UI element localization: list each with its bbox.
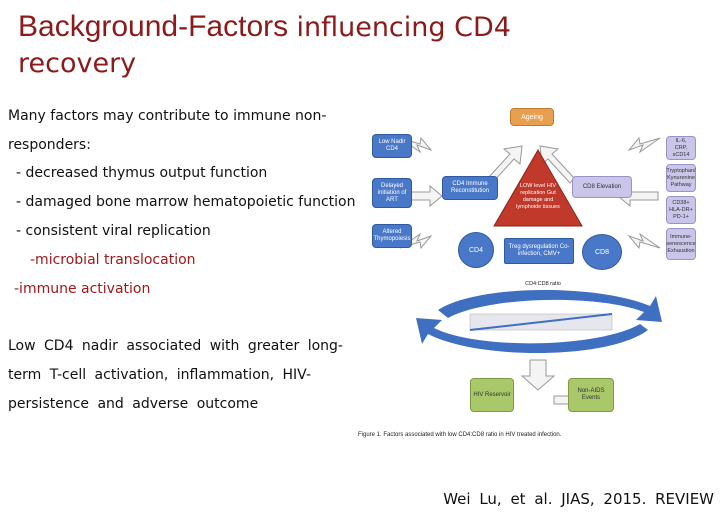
bullet-item: - damaged bone marrow hematopoietic func…	[16, 194, 356, 210]
swoosh-arrow-top	[438, 289, 662, 322]
arrow-shape	[520, 359, 556, 391]
arrow-shape	[627, 232, 661, 250]
slide-title: Background-Factors influencing CD4	[18, 10, 511, 44]
box-delayed-art: Delayed initiation of ART	[372, 178, 412, 208]
triangle-shape	[493, 149, 583, 227]
bullet-item: - consistent viral replication	[16, 223, 211, 239]
intro-line2: responders:	[8, 137, 91, 153]
title-part2: influencing CD4	[296, 12, 511, 43]
factors-figure: Ageing Low Nadir CD4 Delayed initiation …	[358, 98, 698, 443]
triangle-label: LOW level HIV replication Gut damage and…	[516, 183, 560, 210]
para-line3: persistence and adverse outcome	[8, 396, 259, 412]
box-cd38: CD38+ HLA-DR+ PD-1+	[666, 196, 696, 224]
ratio-divider	[469, 313, 613, 331]
box-non-aids: Non-AIDS Events	[568, 378, 614, 412]
red-item-microbial: -microbial translocation	[30, 252, 196, 268]
title-part1: Background-Factors	[18, 10, 289, 43]
bullet-item: - decreased thymus output function	[16, 165, 268, 181]
box-treg: Treg dysregulation Co-infection, CMV+	[504, 238, 574, 264]
para-line1: Low CD4 nadir associated with greater lo…	[8, 338, 343, 354]
box-cd8-elevation: CD8 Elevation	[572, 176, 632, 198]
circle-cd8: CD8	[582, 234, 622, 270]
intro-line1: Many factors may contribute to immune no…	[8, 108, 327, 124]
box-immunosenescence: Immune-senescence Exhaustion	[666, 228, 696, 260]
ratio-label: CD4:CD8 ratio	[525, 280, 561, 287]
red-item-immune: -immune activation	[14, 281, 151, 297]
slide-title-line2: recovery	[18, 48, 137, 79]
box-il6-crp: IL-6, CRP, sCD14	[666, 136, 696, 160]
figure-caption: Figure 1. Factors associated with low CD…	[358, 432, 562, 438]
box-low-nadir: Low Nadir CD4	[372, 134, 412, 158]
box-cd4-reconstitution: CD4 Immune Reconstitution	[442, 176, 498, 200]
box-tryptophan: Tryptophan/ Kynurenine Pathway	[666, 164, 696, 192]
circle-cd4: CD4	[458, 232, 494, 268]
citation: Wei Lu, et al. JIAS, 2015. REVIEW	[443, 490, 714, 508]
para-line2: term T-cell activation, inflammation, HI…	[8, 367, 311, 383]
swoosh-arrow-bottom	[416, 318, 648, 354]
box-ageing: Ageing	[510, 108, 554, 126]
arrow-shape	[627, 136, 661, 154]
box-hiv-reservoir: HIV Reservoir	[470, 378, 514, 412]
box-altered-thymopoiesis: Altered Thymopoiesis	[372, 224, 412, 248]
